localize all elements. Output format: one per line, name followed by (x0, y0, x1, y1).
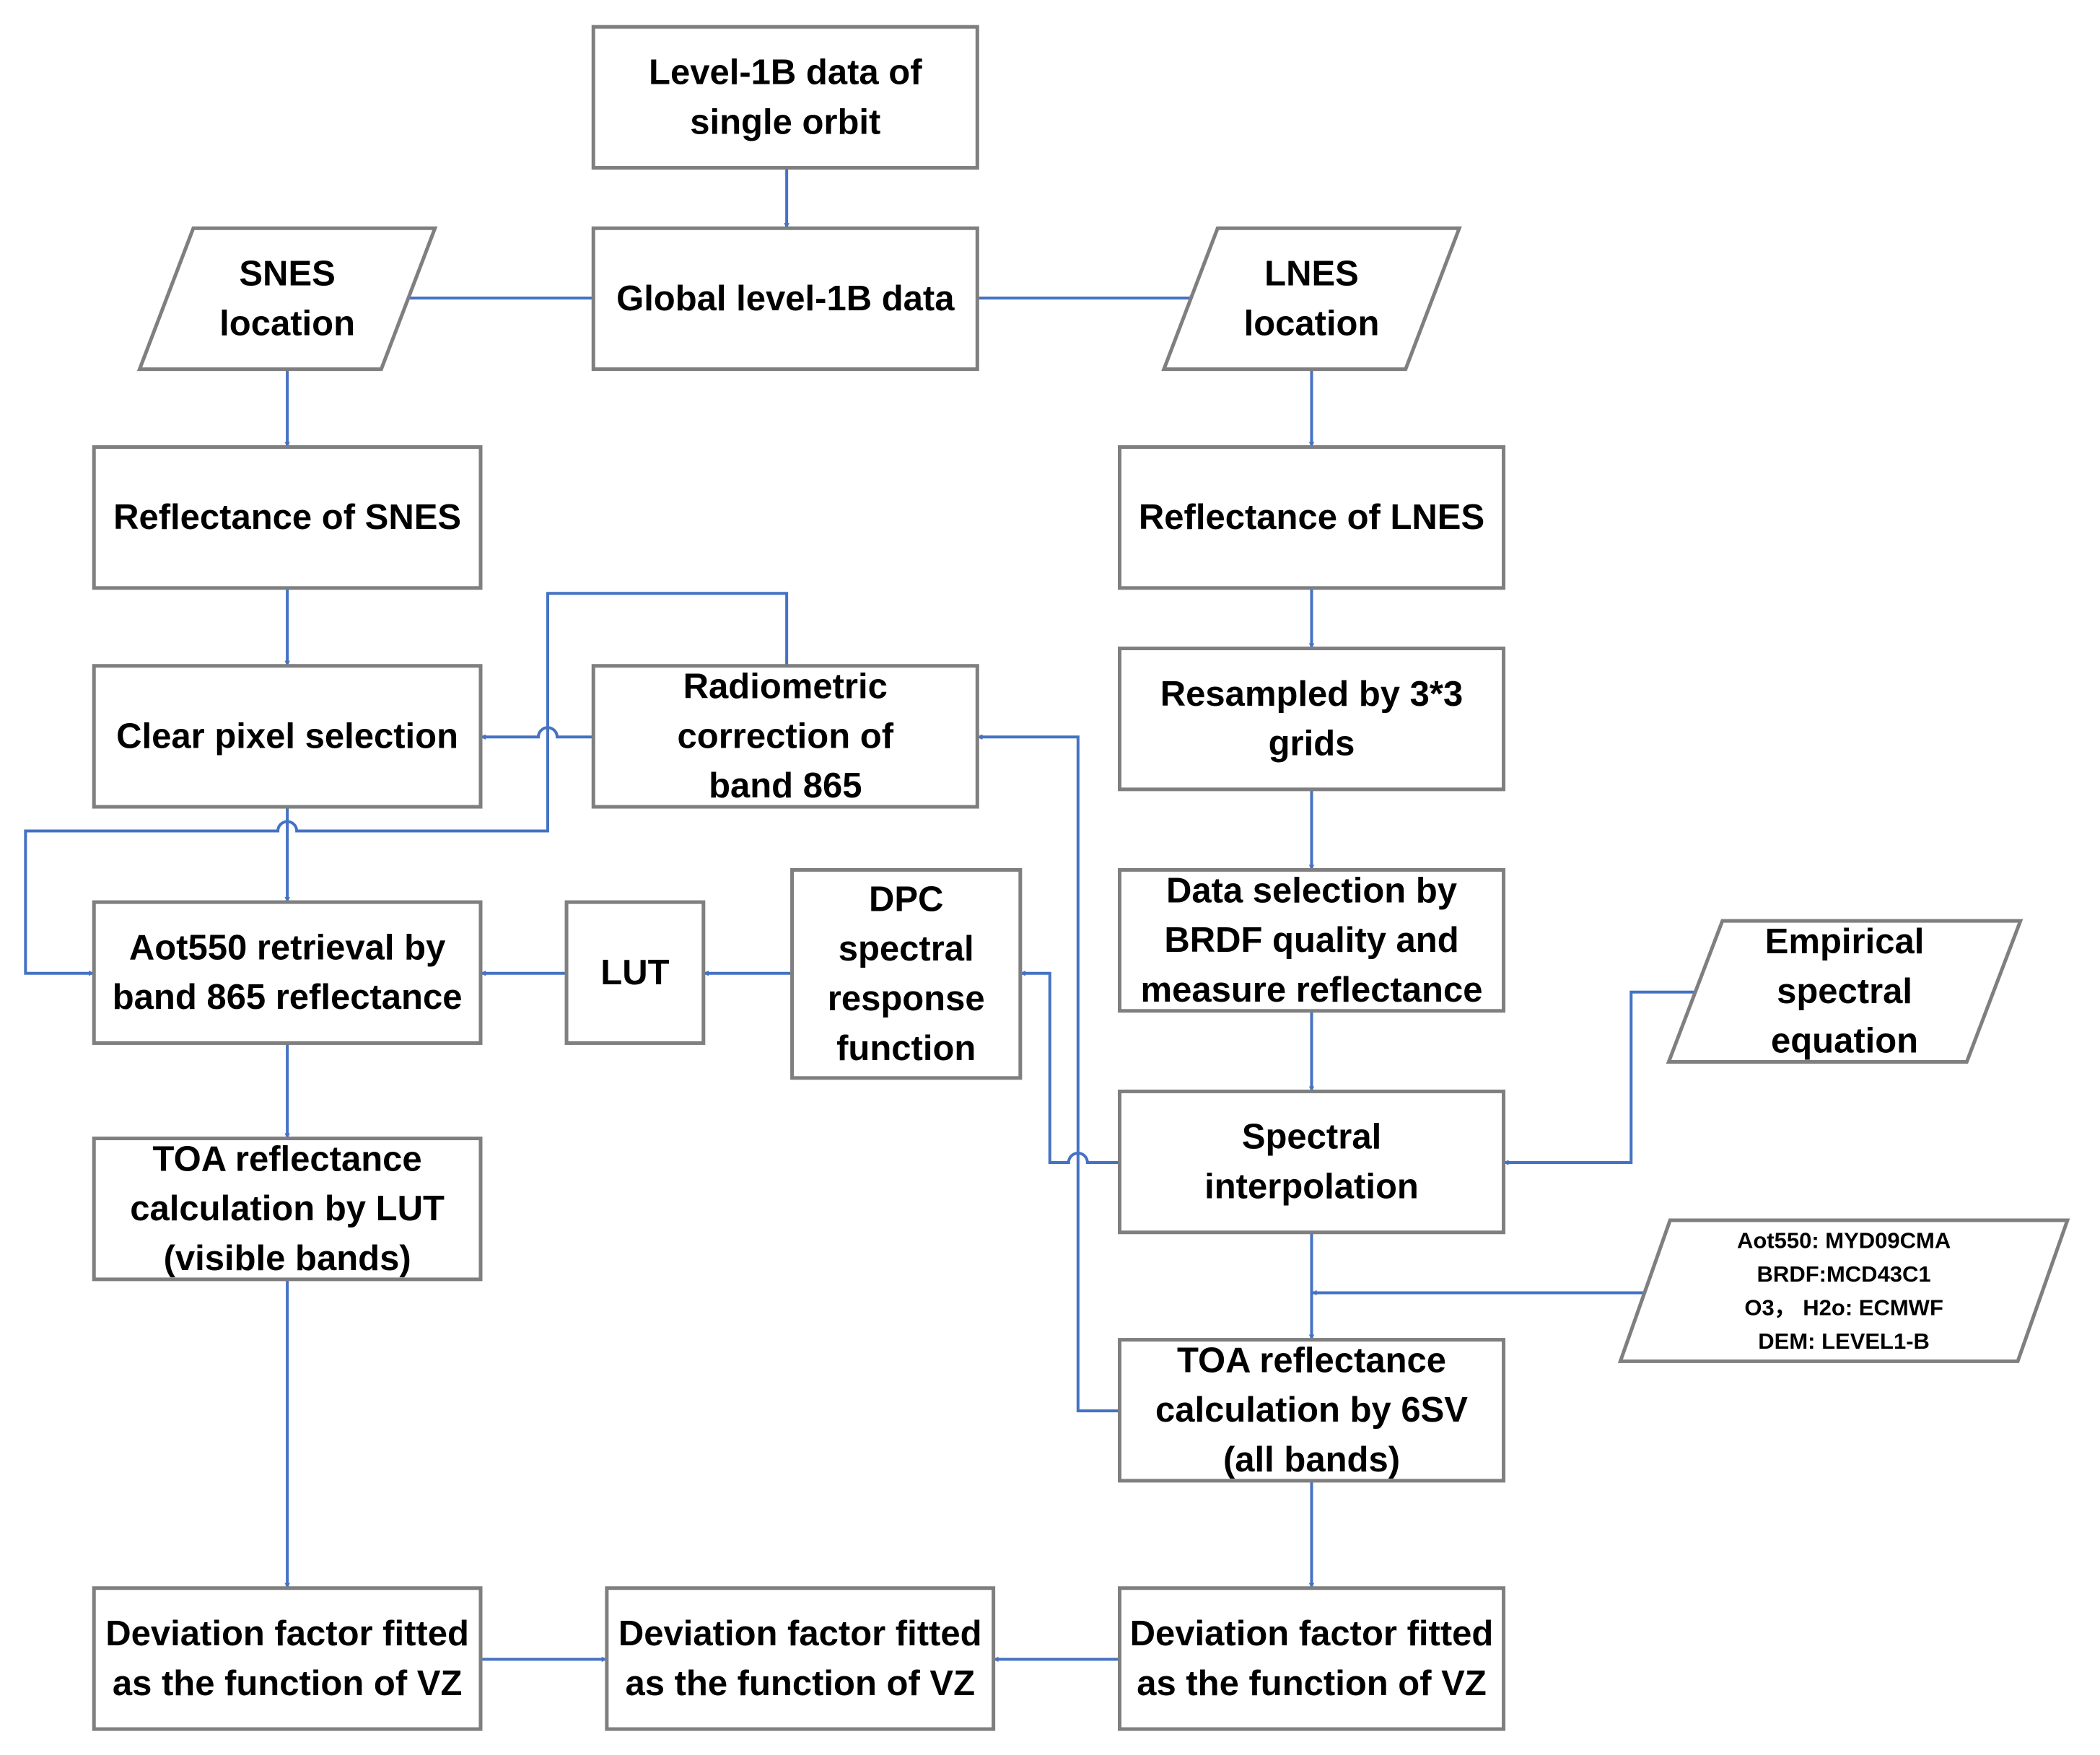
edge-radiom-clear (480, 726, 594, 740)
node-refl-lnes: Reflectance of LNES (1117, 445, 1506, 590)
node-snes-loc: SNES location (136, 226, 438, 372)
node-clear: Clear pixel selection (92, 664, 483, 809)
node-shape (92, 1586, 483, 1731)
node-label-line: Data selection by (1166, 871, 1457, 910)
node-shape (1117, 1586, 1506, 1731)
node-label-line: Global level-1B data (616, 279, 955, 318)
node-label-line: location (219, 304, 355, 343)
edge-spectral-dpc (1020, 970, 1120, 1165)
node-shape (1117, 1089, 1506, 1235)
node-toa-6sv: TOA reflectance calculation by 6SV (all ba… (1117, 1338, 1506, 1483)
node-shape (605, 1586, 996, 1731)
node-label-line: Deviation factor fitted (1130, 1614, 1494, 1653)
node-label-line: equation (1771, 1022, 1918, 1061)
node-shape (1117, 867, 1506, 1013)
node-shape (92, 1137, 483, 1282)
node-shape (136, 226, 438, 372)
node-lut: LUT (564, 900, 706, 1045)
node-lnes-loc: LNES location (1161, 226, 1462, 372)
node-shape (564, 900, 706, 1045)
node-label-line: Empirical (1765, 922, 1925, 961)
node-shape (591, 25, 979, 170)
node-dpc: DPC spectral response function (790, 867, 1023, 1080)
node-global: Global level-1B data (591, 226, 979, 372)
node-label-line: single orbit (690, 102, 880, 141)
node-label-line: Level-1B data of (649, 53, 922, 92)
node-empirical: Empirical spectral equation (1666, 919, 2024, 1064)
node-shape (92, 900, 483, 1045)
node-shape (92, 664, 483, 809)
node-radiom: Radiometric correction of band 865 (591, 664, 979, 809)
node-label-line: function (836, 1029, 976, 1068)
node-resample: Resampled by 3*3 grids (1117, 647, 1506, 792)
node-label-line: spectral (839, 929, 974, 968)
node-dev-mid: Deviation factor fitted as the function o… (605, 1586, 996, 1731)
connectors (24, 167, 1701, 1663)
node-label-line: (visible bands) (164, 1239, 411, 1278)
node-label-line: correction of (678, 717, 894, 756)
node-label-line: Reflectance of LNES (1139, 498, 1484, 537)
node-spectral: Spectral interpolation (1117, 1089, 1506, 1235)
node-shape (591, 226, 979, 372)
node-label-line: TOA reflectance (153, 1139, 422, 1178)
node-label-line: BRDF quality and (1164, 921, 1458, 960)
node-shape (1161, 226, 1462, 372)
node-label-line: LNES (1264, 255, 1359, 294)
node-label-line: Reflectance of SNES (113, 498, 461, 537)
node-label-line: response (828, 979, 985, 1018)
node-label-line: band 865 (709, 766, 862, 805)
node-label-line: Aot550: MYD09CMA (1737, 1227, 1951, 1253)
node-label-line: measure reflectance (1141, 971, 1483, 1010)
node-label-line: calculation by 6SV (1155, 1391, 1468, 1430)
node-label-line: BRDF:MCD43C1 (1757, 1261, 1931, 1287)
node-dev-left: Deviation factor fitted as the function o… (92, 1586, 483, 1731)
node-label-line: grids (1269, 725, 1355, 763)
edge-empirical-spectral (1503, 990, 1701, 1165)
node-shape (591, 664, 979, 809)
node-label-line: DPC (869, 880, 943, 919)
node-label-line: (all bands) (1223, 1440, 1400, 1479)
node-label-line: Resampled by 3*3 (1160, 675, 1463, 714)
node-dev-right: Deviation factor fitted as the function o… (1117, 1586, 1506, 1731)
node-label-line: O3， H2o: ECMWF (1744, 1295, 1943, 1320)
node-aot: Aot550 retrieval by band 865 reflectance (92, 900, 483, 1045)
node-label-line: as the function of VZ (625, 1664, 975, 1703)
edge-toa6sv-radiom (976, 734, 1120, 1413)
node-label-line: Clear pixel selection (116, 717, 458, 756)
node-shape (1117, 1338, 1506, 1483)
node-shape (1666, 919, 2024, 1064)
node-label-line: as the function of VZ (1137, 1664, 1487, 1703)
node-shape (92, 445, 483, 590)
node-label-line: band 865 reflectance (113, 978, 463, 1017)
node-label-line: Deviation factor fitted (618, 1614, 982, 1653)
node-label-line: DEM: LEVEL1-B (1758, 1329, 1930, 1354)
node-shape (1117, 445, 1506, 590)
node-level1b: Level-1B data of single orbit (591, 25, 979, 170)
node-label-line: as the function of VZ (113, 1664, 463, 1703)
node-label-line: LUT (600, 953, 669, 992)
node-label-line: Deviation factor fitted (105, 1614, 469, 1653)
node-label-line: TOA reflectance (1177, 1341, 1446, 1380)
node-label-line: interpolation (1204, 1168, 1419, 1207)
node-refl-snes: Reflectance of SNES (92, 445, 483, 590)
node-toa-lut: TOA reflectance calculation by LUT (visibl… (92, 1137, 483, 1282)
node-label-line: calculation by LUT (130, 1189, 445, 1228)
node-label-line: location (1244, 304, 1380, 343)
node-datasel: Data selection by BRDF quality and measure… (1117, 867, 1506, 1013)
node-label-line: spectral (1777, 972, 1912, 1011)
node-label-line: Aot550 retrieval by (129, 928, 446, 967)
node-label-line: Spectral (1242, 1118, 1381, 1157)
node-label-line: SNES (239, 255, 335, 294)
node-shape (790, 867, 1023, 1080)
node-shape (1617, 1218, 2070, 1363)
node-label-line: Radiometric (683, 668, 888, 706)
node-shape (1117, 647, 1506, 792)
